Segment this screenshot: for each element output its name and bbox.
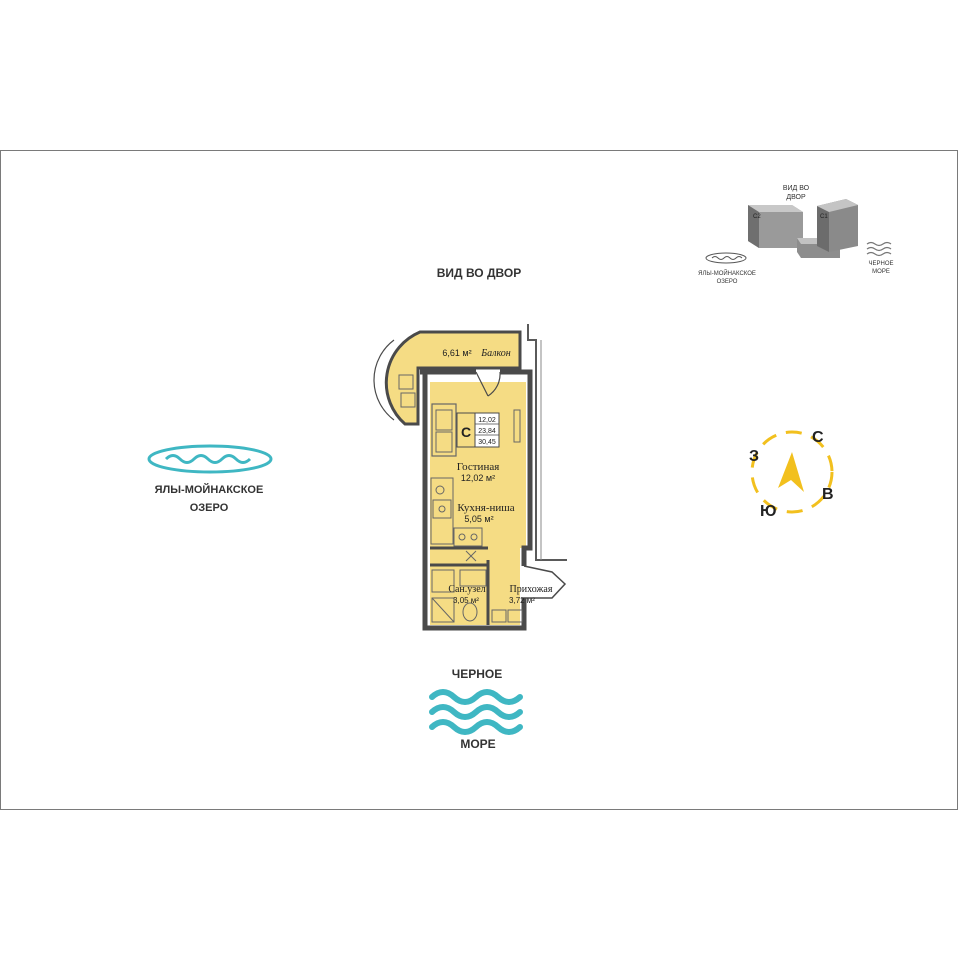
compass-south: Ю bbox=[760, 503, 777, 520]
kitchen-name-label: Кухня-ниша bbox=[457, 502, 514, 514]
apartment-type-badge: С 12,02 23,84 30,45 bbox=[456, 412, 500, 448]
bath-name-label: Сан.узел bbox=[448, 584, 485, 595]
compass: С В Ю З bbox=[749, 429, 834, 520]
minimap-sea-line1: ЧЕРНОЕ bbox=[868, 261, 893, 267]
lake-icon bbox=[147, 444, 273, 474]
minimap-sea-line2: МОРЕ bbox=[872, 269, 890, 275]
sea-label-line1: ЧЕРНОЕ bbox=[452, 667, 502, 681]
bath-area-label: 3,05 м² bbox=[453, 596, 479, 605]
minimap-lake-line2: ОЗЕРО bbox=[717, 279, 738, 285]
living-area-label: 12,02 м² bbox=[461, 473, 495, 483]
compass-east: В bbox=[822, 486, 834, 503]
sea-waves-icon bbox=[429, 689, 523, 735]
minimap-sea-icon bbox=[866, 241, 892, 257]
sea-label-line2: МОРЕ bbox=[460, 737, 495, 751]
image-frame bbox=[0, 150, 958, 810]
area-with-balcony: 30,45 bbox=[478, 439, 496, 446]
kitchen-counter-icon bbox=[430, 477, 483, 547]
bathroom-fixtures-icon bbox=[431, 550, 487, 623]
living-name-label: Гостиная bbox=[457, 461, 500, 473]
compass-west: З bbox=[749, 448, 759, 465]
balcony-area bbox=[384, 330, 522, 426]
compass-arrow-icon bbox=[778, 452, 804, 492]
kitchen-area-label: 5,05 м² bbox=[464, 514, 493, 524]
apartment-floor-plan: С 12,02 23,84 30,45 6,61 м² Балкон Гости… bbox=[373, 324, 567, 631]
minimap-lake-line1: ЯЛЫ-МОЙНАКСКОЕ bbox=[698, 269, 756, 277]
area-total: 23,84 bbox=[478, 428, 496, 435]
balcony-name-label: Балкон bbox=[480, 348, 511, 359]
minimap-lake-icon bbox=[705, 252, 747, 264]
minimap-view-line1: ВИД ВО bbox=[783, 185, 810, 192]
hall-area-label: 3,72 м² bbox=[509, 596, 535, 605]
building-c2-label: С2 bbox=[753, 214, 761, 220]
lake-label-line2: ОЗЕРО bbox=[190, 502, 229, 514]
building-c1-label: С1 bbox=[820, 214, 828, 220]
top-view-label: ВИД ВО ДВОР bbox=[437, 266, 521, 280]
area-living: 12,02 bbox=[478, 417, 496, 424]
compass-north: С bbox=[812, 429, 824, 446]
site-minimap: ВИД ВО ДВОР С2 С1 ЯЛЫ-МОЙНАКСКОЕ ОЗЕРО Ч… bbox=[698, 185, 893, 285]
minimap-view-line2: ДВОР bbox=[786, 194, 806, 201]
hall-name-label: Прихожая bbox=[510, 584, 553, 595]
building-c2 bbox=[748, 205, 803, 248]
sofa-icon bbox=[431, 403, 457, 457]
apartment-type-letter: С bbox=[461, 424, 471, 440]
balcony-area-label: 6,61 м² bbox=[442, 348, 471, 358]
lake-label-line1: ЯЛЫ-МОЙНАКСКОЕ bbox=[155, 483, 264, 496]
